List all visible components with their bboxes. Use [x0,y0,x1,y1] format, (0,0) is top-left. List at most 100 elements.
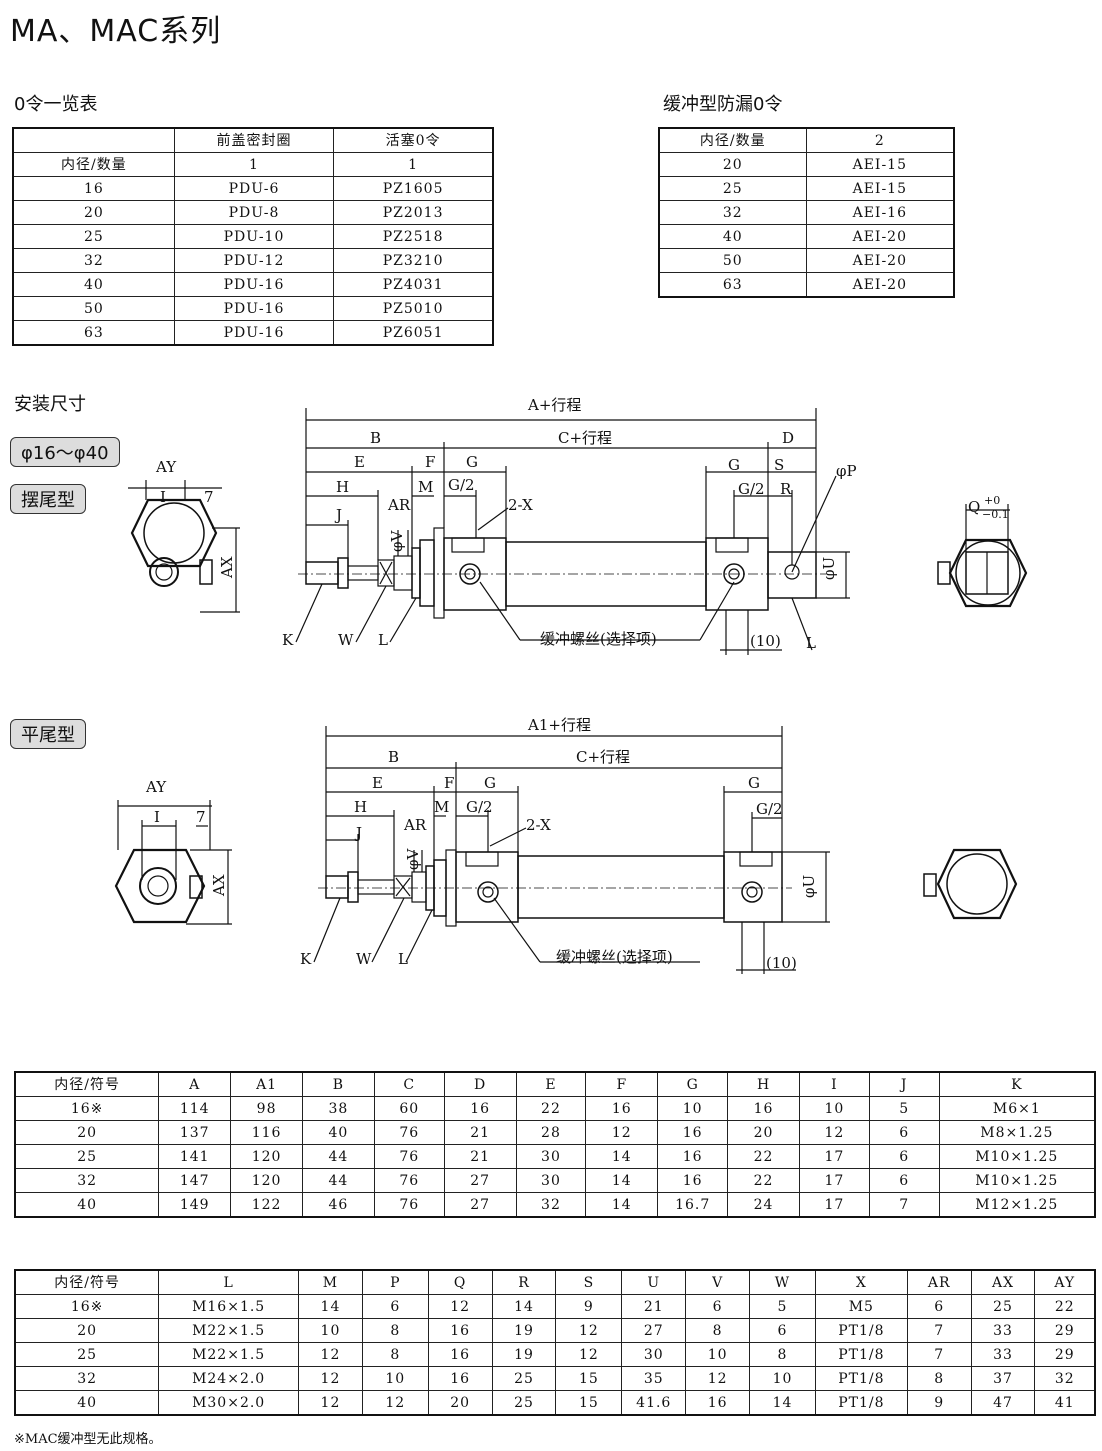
table-cell: 16 [727,1096,800,1121]
page-title: MA、MAC系列 [10,14,222,49]
table-cell: 8 [361,1342,429,1367]
table-cell: 12 [685,1366,751,1391]
label-i: I [160,488,166,506]
table-cell: 25 [14,1144,160,1169]
table-cell: M10×1.25 [938,1168,1096,1193]
table-cell: 8 [906,1366,972,1391]
table-cell: 28 [515,1120,587,1145]
table-cell: 149 [158,1192,232,1218]
label-g: G [484,774,496,792]
label-g-right: G [748,774,760,792]
table-cell: 12 [427,1294,493,1319]
label-2x: 2-X [526,816,551,834]
label-u: φU [800,875,818,898]
label-e: E [354,453,365,471]
table-cell: 41.6 [621,1390,687,1416]
table-cell: 活塞0令 [333,127,494,153]
table-cell: 27 [621,1318,687,1343]
table-cell: R [491,1269,557,1295]
table-cell: L [158,1269,300,1295]
table-cell: 14 [298,1294,363,1319]
table-cell: 10 [685,1342,751,1367]
table-cell: 9 [555,1294,623,1319]
table-cell: P [361,1269,429,1295]
label-q-tol-lo: −0.1 [982,508,1009,521]
table-cell: M6×1 [938,1096,1096,1121]
label-ten: (10) [750,632,781,650]
table-cell: 16 [585,1096,659,1121]
table-cell: 内径/符号 [14,1269,160,1295]
swing-type-drawing: A+行程 B C+行程 D E F G G S G/2 G/2 R H M AR… [128,396,1028,655]
label-l: L [378,631,388,649]
table-cell: S [555,1269,623,1295]
label-q: Q [968,498,980,516]
table-cell: 25 [658,176,807,201]
table-cell: 47 [970,1390,1036,1416]
label-c-stroke: C+行程 [558,429,612,447]
table-cell: 14 [585,1192,659,1218]
label-seven: 7 [204,488,214,506]
table-cell: AEI-20 [805,272,955,298]
label-m: M [418,478,433,496]
table-cell: PT1/8 [814,1390,908,1416]
table-cell: AX [970,1269,1036,1295]
label-l-right: L [806,634,816,652]
table-cell: 16 [12,176,175,201]
table-cell: 44 [302,1168,375,1193]
table-cell: 6 [361,1294,429,1319]
table-cell: 50 [12,296,175,321]
table-cell: X [814,1269,908,1295]
table-cell: M22×1.5 [158,1342,300,1367]
table-cell: 20 [12,200,175,225]
label-i: I [154,808,160,826]
table-cell: 19 [491,1318,557,1343]
table-cell: 12 [798,1120,870,1145]
label-ax: AX [218,556,236,579]
table-cell: 35 [621,1366,687,1391]
table-cell: 12 [298,1342,363,1367]
table-cell: 17 [798,1192,870,1218]
table-cell: 7 [906,1342,972,1367]
table-cell: PZ5010 [333,296,494,321]
table-header-row: 前盖密封圈活塞0令 [12,127,494,153]
table-cell: 76 [373,1144,445,1169]
table-cell: 10 [798,1096,870,1121]
table-cell: 15 [555,1390,623,1416]
hex-nut-outline [130,498,218,568]
table-cell: AEI-20 [805,248,955,273]
table-cell: 16 [427,1366,493,1391]
install-section-title: 安装尺寸 [14,394,86,415]
table-cell: A [158,1071,232,1097]
table-cell: M24×2.0 [158,1366,300,1391]
table-cell: 内径/数量 [12,152,175,177]
table-cell: M5 [814,1294,908,1319]
label-v: φV [388,529,406,552]
table-cell: 6 [868,1144,940,1169]
table-cell: PZ3210 [333,248,494,273]
label-s: S [774,456,784,474]
table-cell: 12 [361,1390,429,1416]
table-cell: 20 [427,1390,493,1416]
table-cell: 6 [868,1120,940,1145]
table-cell: PT1/8 [814,1318,908,1343]
label-ay: AY [155,458,177,476]
table-cell: 33 [970,1342,1036,1367]
label-h: H [354,798,367,816]
table-cell: M12×1.25 [938,1192,1096,1218]
label-ax: AX [210,874,228,897]
table-cell: 16※ [14,1096,160,1121]
table-cell: 16 [685,1390,751,1416]
table-cell: AEI-16 [805,200,955,225]
table-cell: 内径/符号 [14,1071,160,1097]
label-j: J [334,506,342,524]
table-cell: 12 [298,1366,363,1391]
table-cell: PDU-16 [173,296,335,321]
label-p: φP [836,462,857,480]
table-cell: 32 [658,200,807,225]
